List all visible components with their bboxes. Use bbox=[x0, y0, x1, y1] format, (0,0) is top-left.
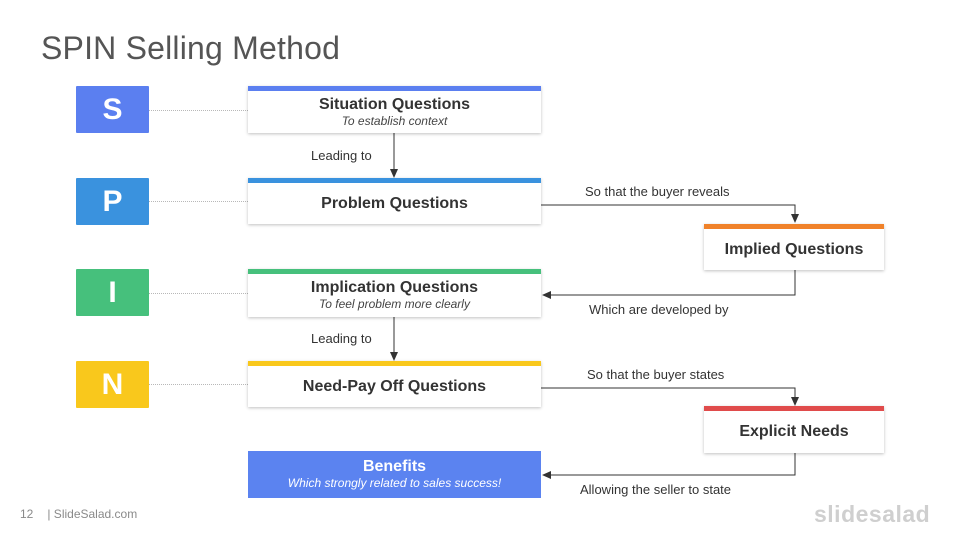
need-payoff-accent-bar bbox=[248, 361, 541, 366]
dotted-guide-s bbox=[149, 110, 248, 111]
problem-questions-box: Problem Questions bbox=[248, 178, 541, 224]
footer-site: | SlideSalad.com bbox=[47, 507, 138, 521]
footer: 12 | SlideSalad.com bbox=[20, 507, 137, 521]
arrow-implied-to-implication bbox=[542, 270, 796, 299]
arrow-explicit-to-benefits bbox=[542, 453, 796, 479]
benefits-box: Benefits Which strongly related to sales… bbox=[248, 451, 541, 498]
benefits-title: Benefits bbox=[362, 458, 427, 475]
explicit-accent-bar bbox=[704, 406, 884, 411]
dotted-guide-i bbox=[149, 293, 248, 294]
label-allowing: Allowing the seller to state bbox=[580, 482, 732, 497]
need-payoff-questions-box: Need-Pay Off Questions bbox=[248, 361, 541, 407]
label-states: So that the buyer states bbox=[587, 367, 725, 382]
brand-logo: slidesalad bbox=[814, 501, 931, 527]
letter-n-tile: N bbox=[76, 361, 149, 408]
implied-title: Implied Questions bbox=[724, 240, 864, 258]
arrow-needpayoff-to-explicit bbox=[541, 387, 799, 406]
problem-accent-bar bbox=[248, 178, 541, 183]
page-number: 12 bbox=[20, 507, 34, 521]
situation-accent-bar bbox=[248, 86, 541, 91]
implied-accent-bar bbox=[704, 224, 884, 229]
dotted-guide-p bbox=[149, 201, 248, 202]
explicit-needs-box: Explicit Needs bbox=[704, 406, 884, 453]
implication-questions-box: Implication Questions To feel problem mo… bbox=[248, 269, 541, 317]
arrow-problem-to-implied bbox=[541, 204, 799, 223]
need-payoff-title: Need-Pay Off Questions bbox=[302, 377, 487, 395]
letter-p-tile: P bbox=[76, 178, 149, 225]
implication-accent-bar bbox=[248, 269, 541, 274]
label-leading-to-1: Leading to bbox=[311, 148, 372, 163]
implication-title: Implication Questions bbox=[310, 279, 479, 296]
situation-subtitle: To establish context bbox=[341, 113, 448, 128]
label-developed-by: Which are developed by bbox=[589, 302, 729, 317]
dotted-guide-n bbox=[149, 384, 248, 385]
label-leading-to-2: Leading to bbox=[311, 331, 372, 346]
implied-questions-box: Implied Questions bbox=[704, 224, 884, 270]
situation-questions-box: Situation Questions To establish context bbox=[248, 86, 541, 133]
situation-title: Situation Questions bbox=[318, 95, 471, 113]
benefits-subtitle: Which strongly related to sales success! bbox=[287, 476, 502, 490]
letter-s-tile: S bbox=[76, 86, 149, 133]
page-title: SPIN Selling Method bbox=[41, 30, 341, 66]
problem-title: Problem Questions bbox=[321, 194, 468, 212]
explicit-title: Explicit Needs bbox=[739, 423, 849, 440]
letter-i-tile: I bbox=[76, 269, 149, 316]
implication-subtitle: To feel problem more clearly bbox=[319, 297, 470, 311]
label-reveals: So that the buyer reveals bbox=[585, 184, 730, 199]
